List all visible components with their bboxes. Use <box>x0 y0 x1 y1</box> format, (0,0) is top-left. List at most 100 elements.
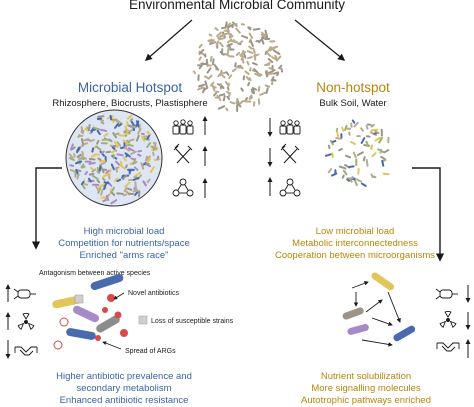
hotspot-cell <box>92 126 100 131</box>
hotspot-cell <box>127 147 135 152</box>
hotspot-cell <box>96 129 101 136</box>
hotspot-cell <box>100 121 105 125</box>
hotspot-cell <box>116 153 124 157</box>
community-cell <box>218 93 226 97</box>
hotspot-cell <box>96 139 100 145</box>
community-cell <box>226 95 231 100</box>
nonhotspot-traits: Low microbial load Metabolic interconnec… <box>275 226 435 262</box>
community-cell <box>214 96 221 99</box>
community-cell <box>228 55 235 58</box>
label-spread-args: Spread of ARGs <box>125 348 176 355</box>
nonhotspot-cell <box>370 173 374 179</box>
hotspot-cell <box>100 166 105 174</box>
hotspot-cell <box>96 179 101 184</box>
community-cell <box>217 105 226 110</box>
hotspot-cell <box>116 192 124 195</box>
nonhotspot-title: Non-hotspot <box>316 80 390 95</box>
inset-cell-purple <box>72 305 100 323</box>
net-edge-5 <box>361 339 393 347</box>
nonhotspot-cell <box>346 127 352 130</box>
hotspot-cell <box>119 160 123 166</box>
hotspot-cell <box>99 128 108 132</box>
nonhotspot-cell <box>380 128 383 137</box>
community-cell <box>252 62 258 66</box>
hotspot-trait-1: High microbial load <box>83 226 165 237</box>
network-icon <box>172 178 194 197</box>
nonhotspot-outcome-1: Nutrient solubilization <box>320 371 412 382</box>
hotspot-cell <box>68 157 75 161</box>
community-cell <box>210 40 215 44</box>
community-cell <box>225 22 232 28</box>
antibiotic-dot-2 <box>102 307 108 313</box>
nonhotspot-cell <box>329 139 334 146</box>
hotspot-cell <box>97 115 105 118</box>
community-cell <box>253 68 259 74</box>
community-cell <box>225 107 229 112</box>
hotspot-cell <box>131 161 138 165</box>
community-cell <box>254 72 261 78</box>
community-cell <box>258 36 265 44</box>
hotspot-cell <box>100 142 108 145</box>
nonhotspot-cell <box>374 136 382 142</box>
hotspot-cell <box>123 143 129 150</box>
hotspot-cell <box>137 150 143 153</box>
community-cell <box>231 68 237 73</box>
hotspot-cell <box>103 181 110 185</box>
nonhotspot-cell <box>345 154 352 159</box>
hotspot-cell <box>91 183 100 186</box>
hotspot-cell <box>74 171 77 178</box>
community-cell <box>232 23 238 26</box>
hotspot-cell <box>150 145 158 150</box>
community-cell <box>264 29 268 38</box>
community-cell <box>261 31 267 37</box>
hotspot-title: Microbial Hotspot <box>77 80 183 95</box>
community-cell <box>227 86 230 91</box>
nonhotspot-outcome-2: More signalling molecules <box>311 383 421 394</box>
community-cell <box>280 67 284 73</box>
inset-cell-gray <box>96 315 120 333</box>
nonhotspot-cell <box>350 122 353 128</box>
community-cell <box>206 67 212 74</box>
community-cell <box>198 56 202 61</box>
hotspot-cell <box>134 171 141 177</box>
hotspot-cell <box>128 169 132 175</box>
nonhotspot-cell <box>370 145 373 151</box>
hotspot-cell <box>98 163 102 172</box>
handshake-icon-2 <box>436 342 460 352</box>
hotspot-cell <box>129 124 137 129</box>
community-cell <box>267 58 274 64</box>
hotspot-cell <box>114 123 119 129</box>
nonhotspot-cell <box>357 168 360 175</box>
community-cell <box>249 67 252 72</box>
community-cell <box>265 87 269 94</box>
nonhotspot-cell <box>327 144 331 150</box>
hotspot-cell <box>88 172 95 176</box>
hotspot-cell <box>125 147 131 152</box>
hotspot-cell <box>113 140 119 149</box>
hotspot-cell <box>136 121 140 126</box>
community-cell <box>211 58 215 66</box>
community-cell <box>253 53 260 57</box>
nonhotspot-cell <box>360 127 364 132</box>
community-cell <box>236 66 244 69</box>
hotspot-cell <box>89 138 95 143</box>
nonhotspot-cell <box>366 123 372 126</box>
hotspot-cell <box>71 146 76 150</box>
hotspot-cell <box>81 142 89 146</box>
community-cell <box>269 47 276 52</box>
nonhotspot-cell <box>365 159 369 167</box>
hotspot-outcomes: Higher antibiotic prevalence and seconda… <box>56 371 192 407</box>
hotspot-cell <box>91 147 95 153</box>
community-cell <box>221 26 226 30</box>
community-cell <box>249 39 254 47</box>
community-cell <box>264 84 271 88</box>
nonhotspot-cell <box>355 158 358 167</box>
hotspot-cell <box>126 139 131 144</box>
community-cell <box>208 74 213 79</box>
hotspot-cell <box>105 194 110 202</box>
nonhotspot-outcome-3: Autotrophic pathways enriched <box>301 395 431 406</box>
net-edge-3 <box>387 291 401 323</box>
hotspot-cell <box>87 177 92 183</box>
community-cell <box>235 51 241 57</box>
nonhotspot-cell <box>360 137 366 144</box>
